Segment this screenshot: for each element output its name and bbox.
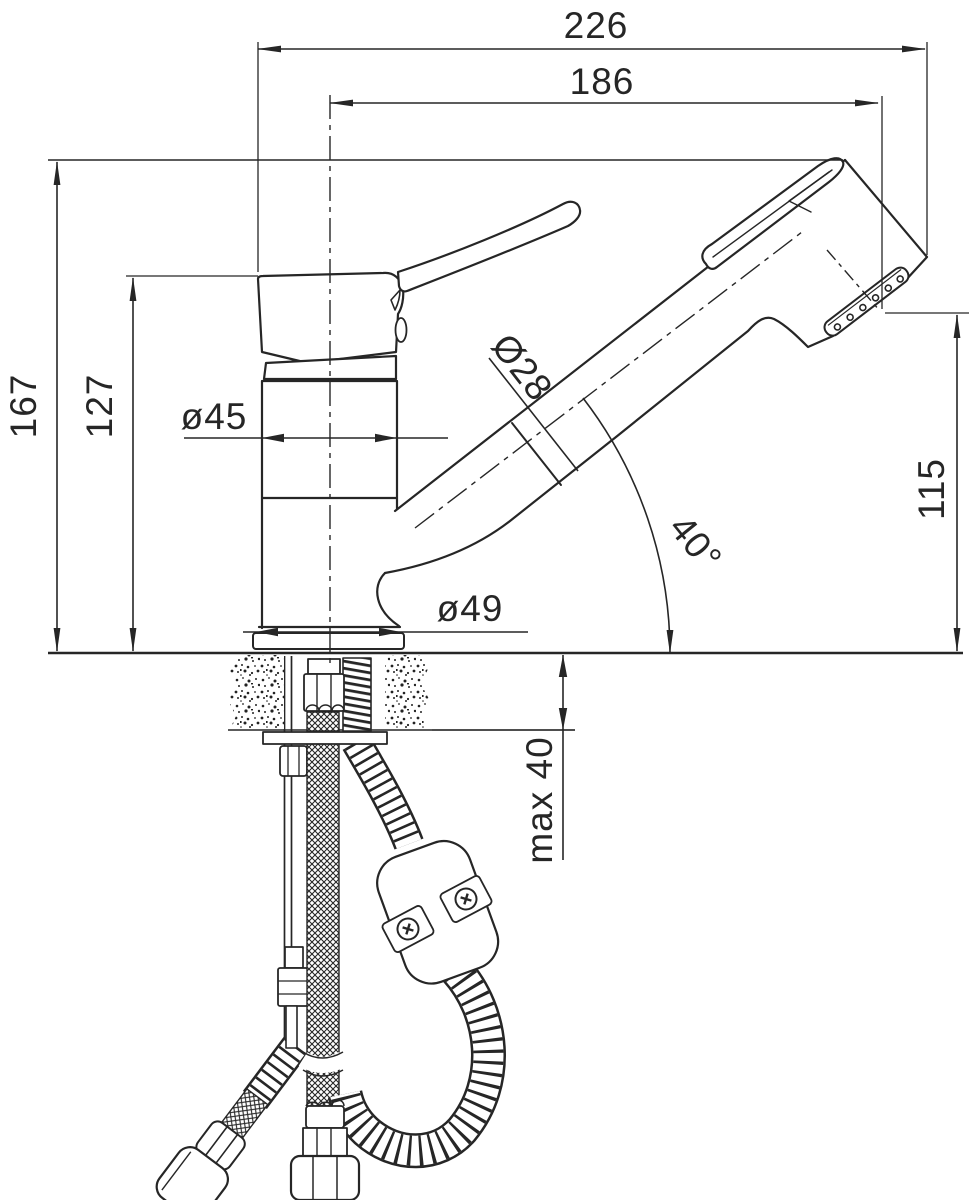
spout-axis-centerline — [414, 231, 803, 529]
centerlines — [329, 95, 881, 666]
countertop-section — [228, 655, 575, 731]
pipe-collar — [284, 946, 304, 969]
supply-pipe-fittings — [277, 745, 309, 1049]
pipe-valve — [277, 967, 309, 1007]
pipe-hex-nut — [279, 745, 308, 777]
weight-screw-upper — [439, 875, 493, 923]
corrugated-elbow — [242, 1036, 308, 1109]
cartridge-cap — [256, 271, 408, 381]
diameter-28-extension — [488, 357, 579, 472]
nozzle-face — [823, 266, 910, 337]
faucet-outline — [252, 157, 929, 650]
dimension-spout-angle — [582, 397, 674, 654]
countertop-left-block — [228, 655, 284, 729]
faucet-body — [252, 379, 405, 650]
threaded-stud — [342, 657, 372, 732]
spray-head — [701, 157, 929, 337]
dimension-labels: 226 186 167 127 ø45 Ø28 40° 115 ø49 max … — [3, 5, 952, 864]
connection-nut — [289, 1154, 361, 1200]
left-hose-tail — [155, 1036, 308, 1200]
dimension-counter-thickness — [558, 655, 568, 860]
collar-joint-line — [511, 422, 562, 486]
body-spout-fillet — [376, 571, 401, 628]
weight-screw-lower — [381, 905, 435, 953]
dimensions — [48, 42, 969, 860]
base-escutcheon — [252, 632, 405, 650]
lever-pivot-cover — [394, 317, 408, 343]
below-counter-assembly — [155, 655, 575, 1200]
label-spout-reach: 186 — [570, 61, 635, 102]
lever-handle — [390, 200, 582, 311]
phillips-screw-icon — [402, 923, 414, 935]
spout-underside — [383, 316, 835, 575]
extension-lines — [48, 42, 969, 731]
hose-weight — [376, 840, 500, 985]
label-total-height: 167 — [3, 374, 44, 439]
spout — [376, 158, 847, 628]
clamp-plate — [262, 731, 388, 745]
braided-supply-hose — [306, 730, 340, 1107]
label-body-diameter: ø45 — [181, 396, 248, 437]
label-spout-diameter: Ø28 — [484, 326, 561, 409]
label-outlet-height: 115 — [911, 458, 952, 520]
label-body-height: 127 — [79, 374, 120, 439]
pullout-hose-upper — [342, 734, 424, 850]
mounting-shank — [262, 657, 388, 745]
label-spout-angle: 40° — [661, 507, 730, 579]
spray-head-back-edge — [843, 158, 929, 283]
label-counter-thickness: max 40 — [519, 736, 560, 863]
dimension-base-diameter — [243, 627, 528, 637]
phillips-screw-icon — [460, 893, 472, 905]
dimension-body-diameter — [184, 433, 448, 443]
countertop-right-block — [385, 655, 429, 729]
hose-break-symbol — [298, 1051, 347, 1077]
end-cap-nut — [155, 1146, 230, 1200]
pullout-hose-loop — [327, 958, 506, 1169]
hose-end-fitting — [289, 1099, 361, 1200]
label-overall-length: 226 — [564, 5, 629, 46]
pipe-tube — [285, 1005, 298, 1049]
label-base-diameter: ø49 — [437, 588, 504, 629]
